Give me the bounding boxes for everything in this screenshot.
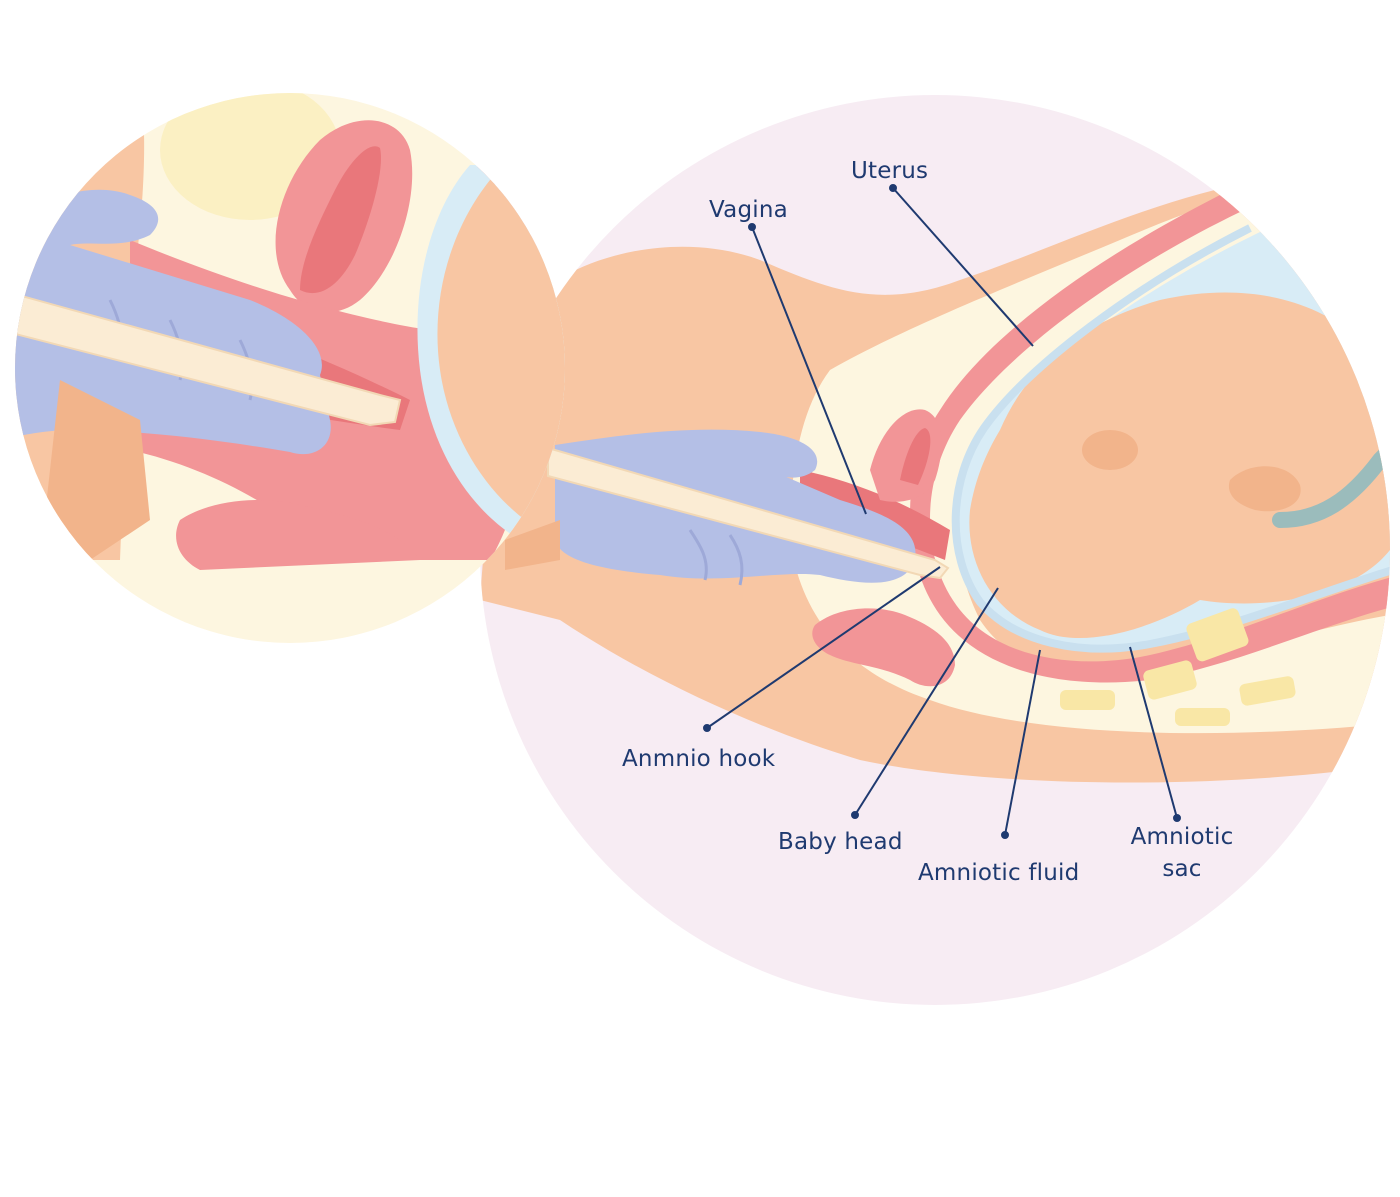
- label-baby-head: Baby head: [778, 829, 903, 855]
- leader-vagina: [751, 226, 867, 515]
- leader-amnio-hook: [706, 566, 941, 729]
- amnio-hook-tool: [547, 446, 950, 580]
- leader-uterus: [892, 187, 1034, 347]
- zoom-inset: [15, 93, 565, 643]
- label-vagina: Vagina: [709, 197, 788, 223]
- label-uterus: Uterus: [851, 158, 929, 184]
- baby-ear: [1082, 430, 1138, 470]
- baby-body: [969, 292, 1390, 639]
- label-amniotic-sac-line1: Amniotic: [1130, 824, 1234, 850]
- leader-lines: [703, 184, 1181, 839]
- sacrum-bones: [1060, 608, 1296, 726]
- amniotic-sac-line: [951, 224, 1390, 653]
- label-amniotic-sac-line2: sac: [1162, 856, 1202, 882]
- leader-amniotic-sac: [1129, 646, 1178, 819]
- leader-amniotic-fluid: [1004, 649, 1041, 836]
- uterus-wall: [910, 190, 1390, 683]
- inset-uterus-lining: [300, 146, 381, 294]
- main-cross-section: [480, 95, 1390, 1005]
- glove-knuckles: [688, 529, 744, 586]
- umbilical-cord: [1272, 432, 1390, 528]
- thigh-edge: [505, 520, 560, 570]
- label-amniotic-sac: Amniotic sac: [1126, 821, 1238, 885]
- inset-thigh: [40, 380, 150, 560]
- cervix-inner: [900, 428, 931, 485]
- inset-amnio-hook: [15, 288, 402, 427]
- label-amniotic-fluid: Amniotic fluid: [918, 860, 1080, 886]
- leader-baby-head: [854, 587, 999, 816]
- inset-vaginal-wall: [130, 130, 542, 560]
- rectum: [812, 608, 955, 687]
- inset-rectum: [176, 500, 420, 570]
- label-amnio-hook: Anmnio hook: [622, 746, 776, 772]
- baby-hand: [1228, 466, 1301, 512]
